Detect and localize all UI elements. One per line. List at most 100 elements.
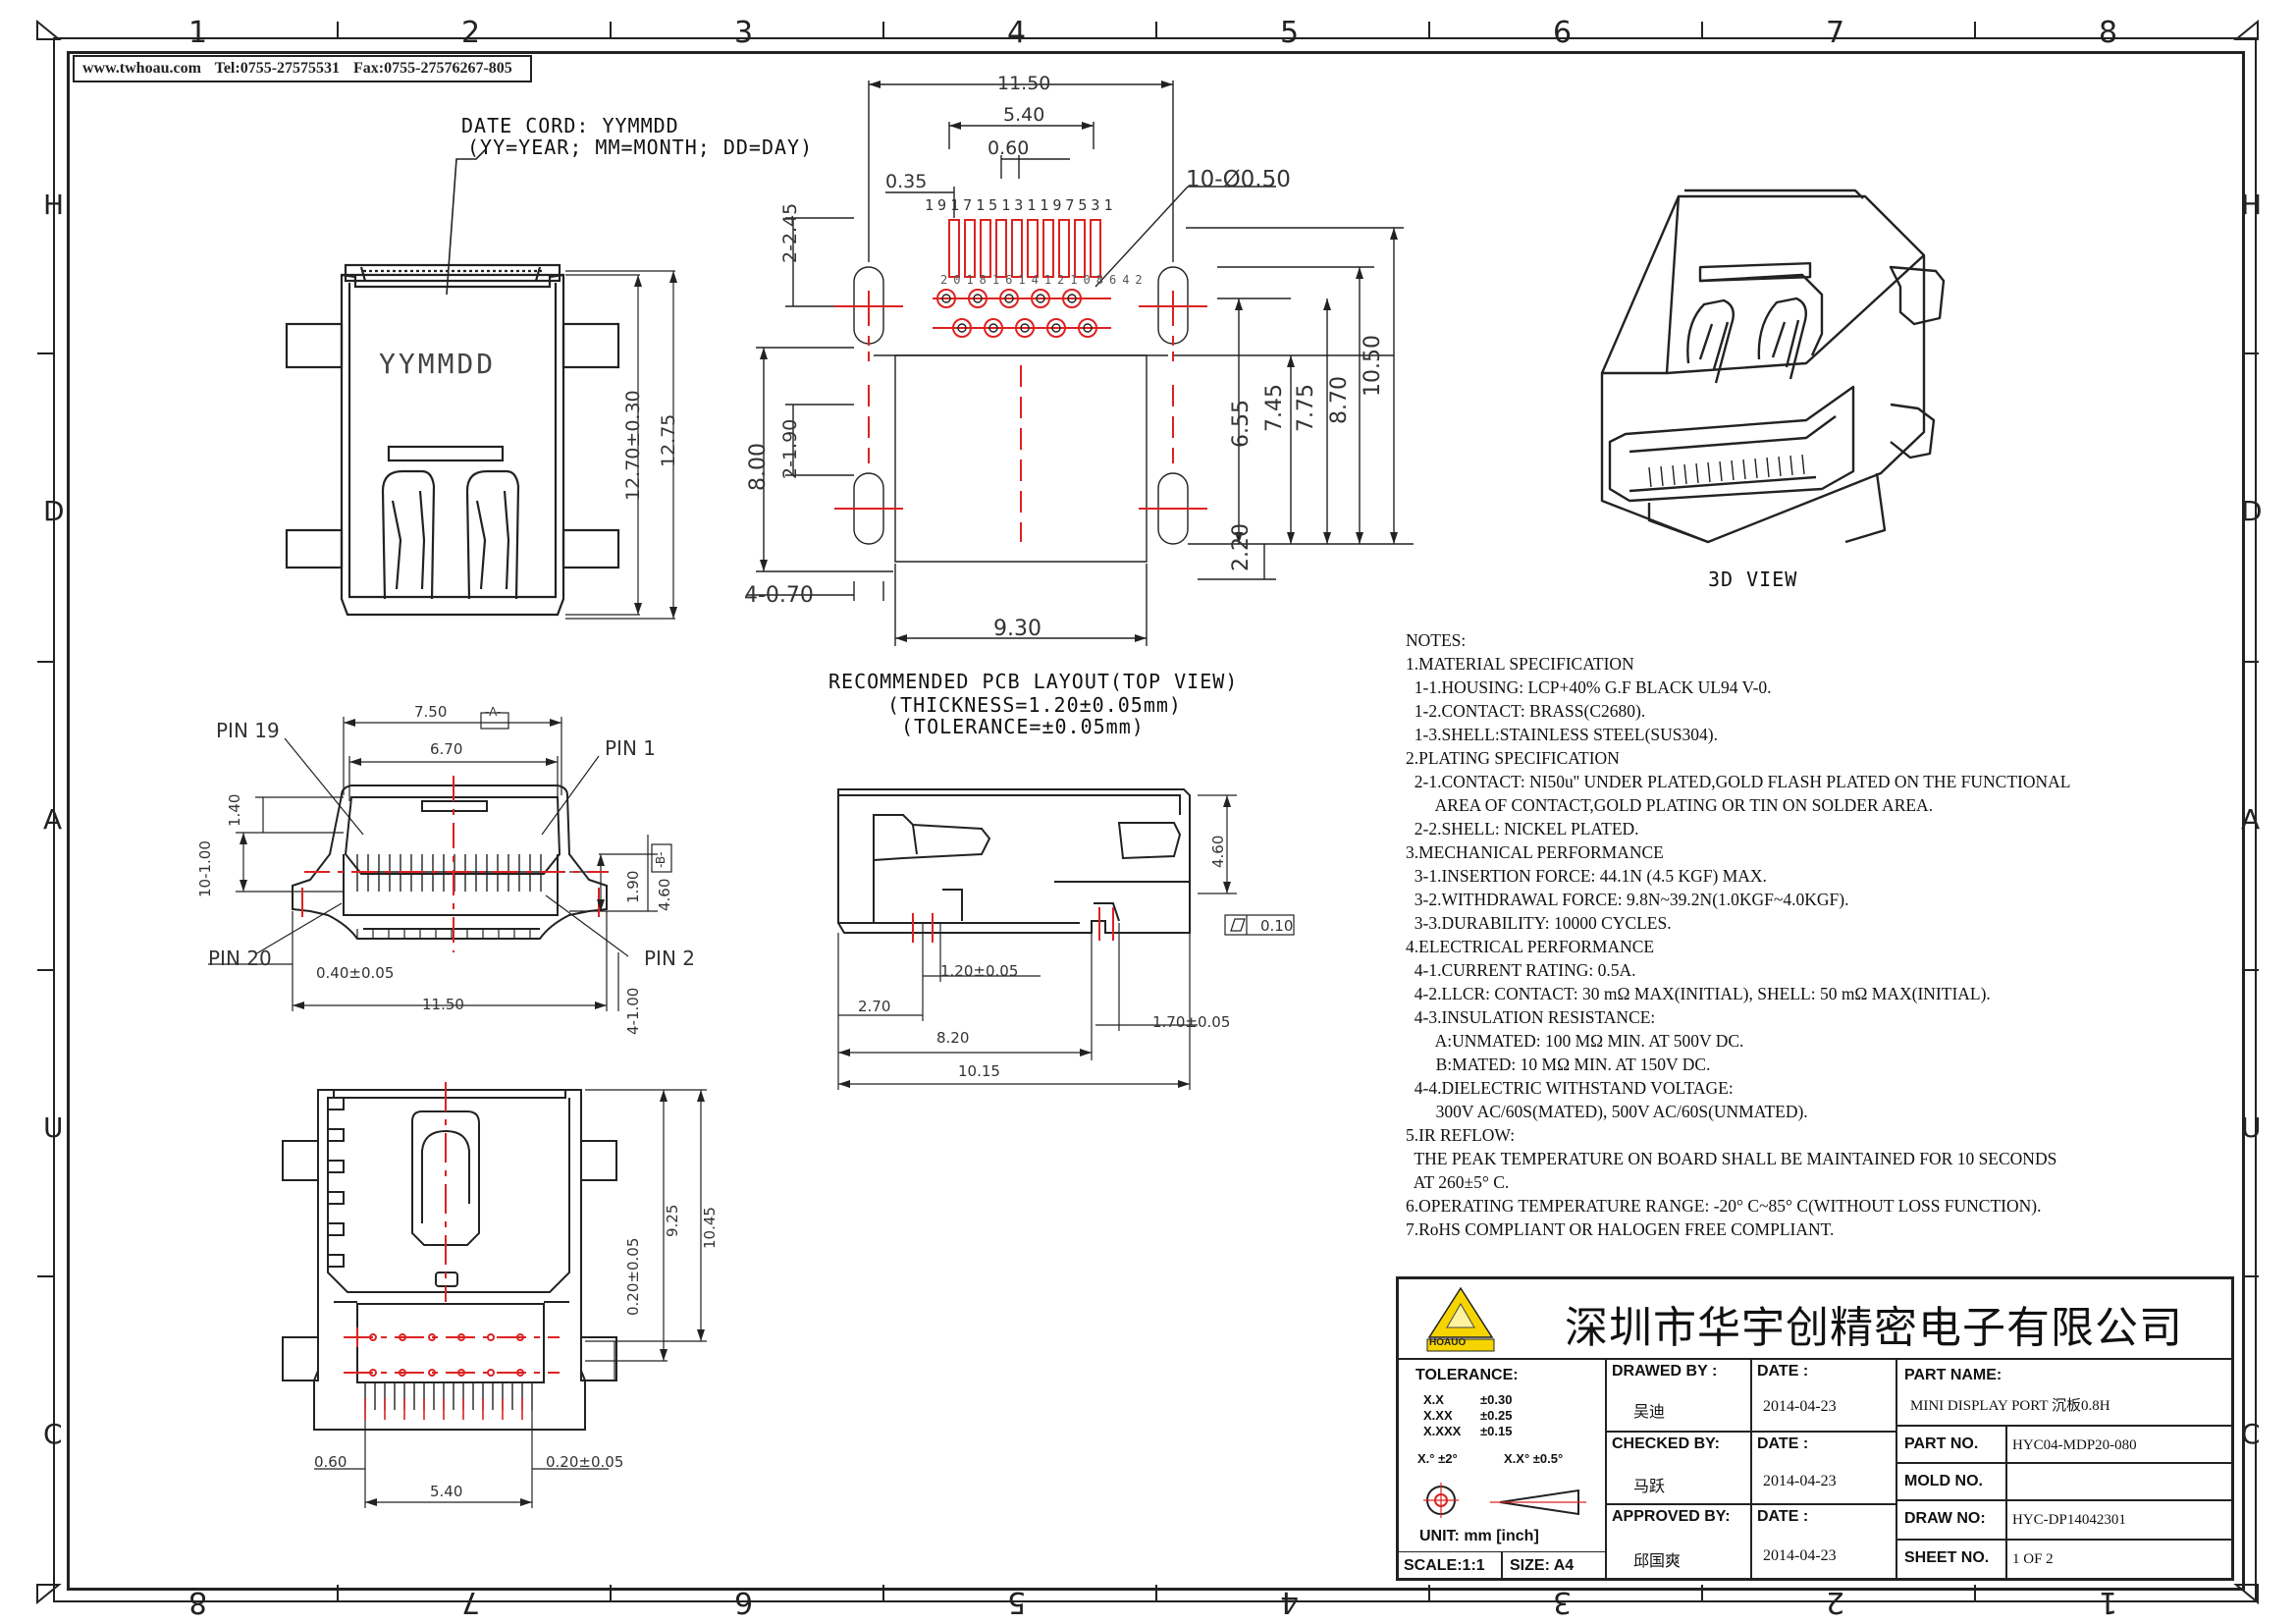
note-line: 300V AC/60S(MATED), 500V AC/60S(UNMATED)… (1406, 1102, 1808, 1121)
zone-top-7: 7 (1826, 16, 1845, 50)
dim-pcb-offset: 0.35 (885, 171, 928, 192)
dim-bottom-020-vertical: 0.20±0.05 (624, 1237, 642, 1316)
draw-no-label-cell (1896, 1500, 2006, 1540)
pcb-layout-drawing (746, 81, 1414, 646)
part-name-cell (1896, 1359, 2232, 1426)
dim-side-120: 1.20±0.05 (940, 962, 1019, 980)
dim-side-460: 4.60 (1209, 835, 1227, 868)
dim-pcb-height-800: 8.00 (746, 443, 771, 491)
dim-top-view-total: 12.75 (658, 413, 679, 467)
part-no-label-cell (1896, 1426, 2006, 1463)
zone-right-c: C (2241, 1418, 2261, 1450)
datum-a-label: -A- (485, 705, 502, 719)
note-line: 3-1.INSERTION FORCE: 44.1N (4.5 KGF) MAX… (1406, 866, 1767, 886)
zone-left-u: U (43, 1111, 64, 1144)
note-line: 2-1.CONTACT: NI50u'' UNDER PLATED,GOLD F… (1406, 772, 2071, 791)
mold-no-label: MOLD NO. (1904, 1473, 1983, 1489)
tol-angle-2: X.X° ±0.5° (1504, 1451, 1564, 1466)
3d-view-drawing (1600, 189, 1946, 544)
telephone-text: Tel:0755-27575531 (214, 60, 341, 77)
dim-pcb-slot-top: 2-2.45 (779, 202, 801, 263)
dim-front-460: 4.60 (656, 878, 673, 911)
date-code-stamp: YYMMDD (379, 348, 497, 380)
pin-label-7: 7 (1065, 196, 1079, 214)
pin20-label: PIN 20 (208, 947, 272, 970)
zone-right-h: H (2241, 189, 2263, 221)
specification-notes: NOTES: 1.MATERIAL SPECIFICATION 1-1.HOUS… (1406, 628, 2152, 1241)
sheet-no-value: 1 OF 2 (2012, 1551, 2054, 1567)
dim-pcb-holes: 10-Ø0.50 (1186, 167, 1291, 192)
tol-x-label: X.X (1423, 1392, 1444, 1407)
note-line: A:UNMATED: 100 MΩ MIN. AT 500V DC. (1406, 1031, 1744, 1051)
dim-pcb-slot-bottom: 2-1.90 (779, 418, 801, 479)
part-no-value-cell (2006, 1426, 2232, 1463)
date3-cell (1751, 1504, 1896, 1579)
website-text: www.twhoau.com (82, 60, 201, 77)
dim-front-10-100: 10-1.00 (196, 840, 214, 897)
company-name: 深圳市华宇创精密电子有限公司 (1565, 1303, 2183, 1353)
dim-bottom-020: 0.20±0.05 (546, 1453, 624, 1471)
dim-side-1015: 10.15 (958, 1062, 1000, 1080)
date2-value: 2014-04-23 (1763, 1473, 1837, 1489)
mold-no-value-cell (2006, 1463, 2232, 1500)
pin-label-8: 8 (1095, 273, 1109, 287)
pin2-label: PIN 2 (644, 947, 696, 970)
side-view-drawing (837, 788, 1295, 1090)
dim-pcb-745: 7.45 (1262, 384, 1287, 432)
company-logo-text: HOAUO (1429, 1337, 1467, 1348)
dim-side-820: 8.20 (936, 1029, 970, 1047)
date3-label: DATE : (1757, 1508, 1809, 1525)
date1-cell (1751, 1359, 1896, 1432)
zone-left-d: D (43, 495, 65, 527)
pin1-label: PIN 1 (605, 736, 657, 760)
dim-bottom-1045: 10.45 (701, 1207, 719, 1249)
zone-right-d: D (2241, 495, 2263, 527)
dim-front-670: 6.70 (430, 740, 463, 758)
dim-pcb-width: 11.50 (997, 73, 1051, 94)
note-line: AT 260±5° C. (1406, 1172, 1510, 1192)
pin-label-9: 9 (1052, 196, 1066, 214)
pin-label-11: 11 (1027, 196, 1053, 214)
pcb-pin-numbers-top: 191715131197531 (925, 196, 1116, 214)
note-line: 4-1.CURRENT RATING: 0.5A. (1406, 960, 1636, 980)
pin19-label: PIN 19 (216, 719, 280, 742)
note-line: 3.MECHANICAL PERFORMANCE (1406, 842, 1664, 862)
3d-view-label: 3D VIEW (1708, 568, 1798, 591)
note-line: 2.PLATING SPECIFICATION (1406, 748, 1620, 768)
pin-label-10: 10 (1070, 273, 1096, 287)
pin-label-6: 6 (1108, 273, 1123, 287)
dim-pcb-1050: 10.50 (1361, 335, 1385, 397)
zone-top-5: 5 (1280, 16, 1300, 50)
note-line: 1.MATERIAL SPECIFICATION (1406, 654, 1634, 674)
zone-top-6: 6 (1553, 16, 1573, 50)
dim-side-flatness: 0.10 (1260, 917, 1294, 935)
date1-value: 2014-04-23 (1763, 1398, 1837, 1415)
dim-pcb-pitch-group: 5.40 (1003, 104, 1045, 126)
date-code-label-1: DATE CORD: YYMMDD (461, 114, 679, 137)
approved-by-name: 邱国爽 (1633, 1553, 1682, 1570)
pin-label-3: 3 (1091, 196, 1104, 214)
pcb-caption-title: RECOMMENDED PCB LAYOUT(TOP VIEW) (828, 670, 1239, 693)
checked-by-label: CHECKED BY: (1612, 1435, 1720, 1452)
zone-top-4: 4 (1007, 16, 1027, 50)
title-block-company-row (1398, 1278, 2232, 1359)
note-line: AREA OF CONTACT,GOLD PLATING OR TIN ON S… (1406, 795, 1934, 815)
pin-label-13: 13 (1001, 196, 1028, 214)
note-line: 2-2.SHELL: NICKEL PLATED. (1406, 819, 1639, 839)
part-no-label: PART NO. (1904, 1435, 1979, 1452)
part-name-value: MINI DISPLAY PORT 沉板0.8H (1910, 1398, 2110, 1414)
tolerance-label: TOLERANCE: (1415, 1367, 1519, 1383)
dim-pcb-slot-width: 4-0.70 (744, 583, 814, 608)
dim-front-750: 7.50 (414, 703, 448, 721)
dim-bottom-540: 5.40 (430, 1483, 463, 1500)
part-no-value: HYC04-MDP20-080 (2012, 1437, 2137, 1453)
size-label: SIZE: A4 (1510, 1557, 1575, 1574)
dim-pcb-775: 7.75 (1294, 384, 1318, 432)
sheet-no-label: SHEET NO. (1904, 1549, 1990, 1566)
date-code-label-2: (YY=YEAR; MM=MONTH; DD=DAY) (467, 135, 814, 159)
tol-xx-value: ±0.25 (1480, 1408, 1513, 1423)
note-line: 1-2.CONTACT: BRASS(C2680). (1406, 701, 1646, 721)
pcb-caption-thickness: (THICKNESS=1.20±0.05mm) (887, 693, 1182, 717)
title-block: HOAUO 深圳市华宇创精密电子有限公司 TOLERANCE: X.X ±0.3… (1396, 1276, 2234, 1581)
